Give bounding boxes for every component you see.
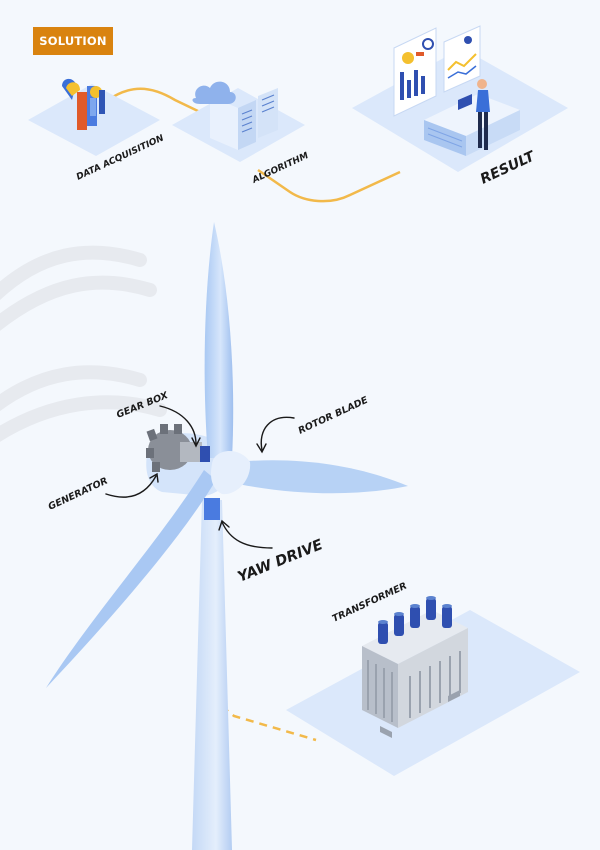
rotor-hub (211, 450, 251, 495)
cloud-icon (192, 81, 236, 104)
transformer-unit (362, 596, 468, 738)
dashboard-screen (443, 25, 481, 93)
pipeline-connector (107, 87, 201, 114)
insulator-bushing (378, 598, 452, 644)
wind-turbine (46, 222, 408, 850)
wind-swoosh-graphic (0, 245, 167, 442)
laptop-icon (458, 94, 472, 110)
solution-badge: SOLUTION (33, 27, 113, 55)
yaw-drive-ring (204, 498, 220, 520)
rotor-blade-top (204, 222, 234, 458)
dashboard-screen (393, 27, 437, 117)
gear-box-icon (180, 442, 210, 462)
callout-arrows (105, 405, 295, 549)
turbine-tower (192, 500, 232, 850)
analyst-figure (458, 79, 490, 150)
data-acquisition-node (28, 78, 160, 156)
step-label-algorithm: ALGORITHM (250, 151, 310, 186)
result-node (352, 25, 568, 172)
pipeline-connector (257, 168, 401, 203)
callout-yaw-drive: YAW DRIVE (236, 537, 326, 586)
callout-rotor-blade: ROTOR BLADE (297, 395, 371, 437)
algorithm-node (172, 81, 305, 162)
rotor-blade-left (46, 470, 216, 688)
rotor-blade-right (236, 460, 408, 494)
callout-generator: GENERATOR (47, 476, 110, 513)
server-rack-icon (241, 94, 275, 133)
